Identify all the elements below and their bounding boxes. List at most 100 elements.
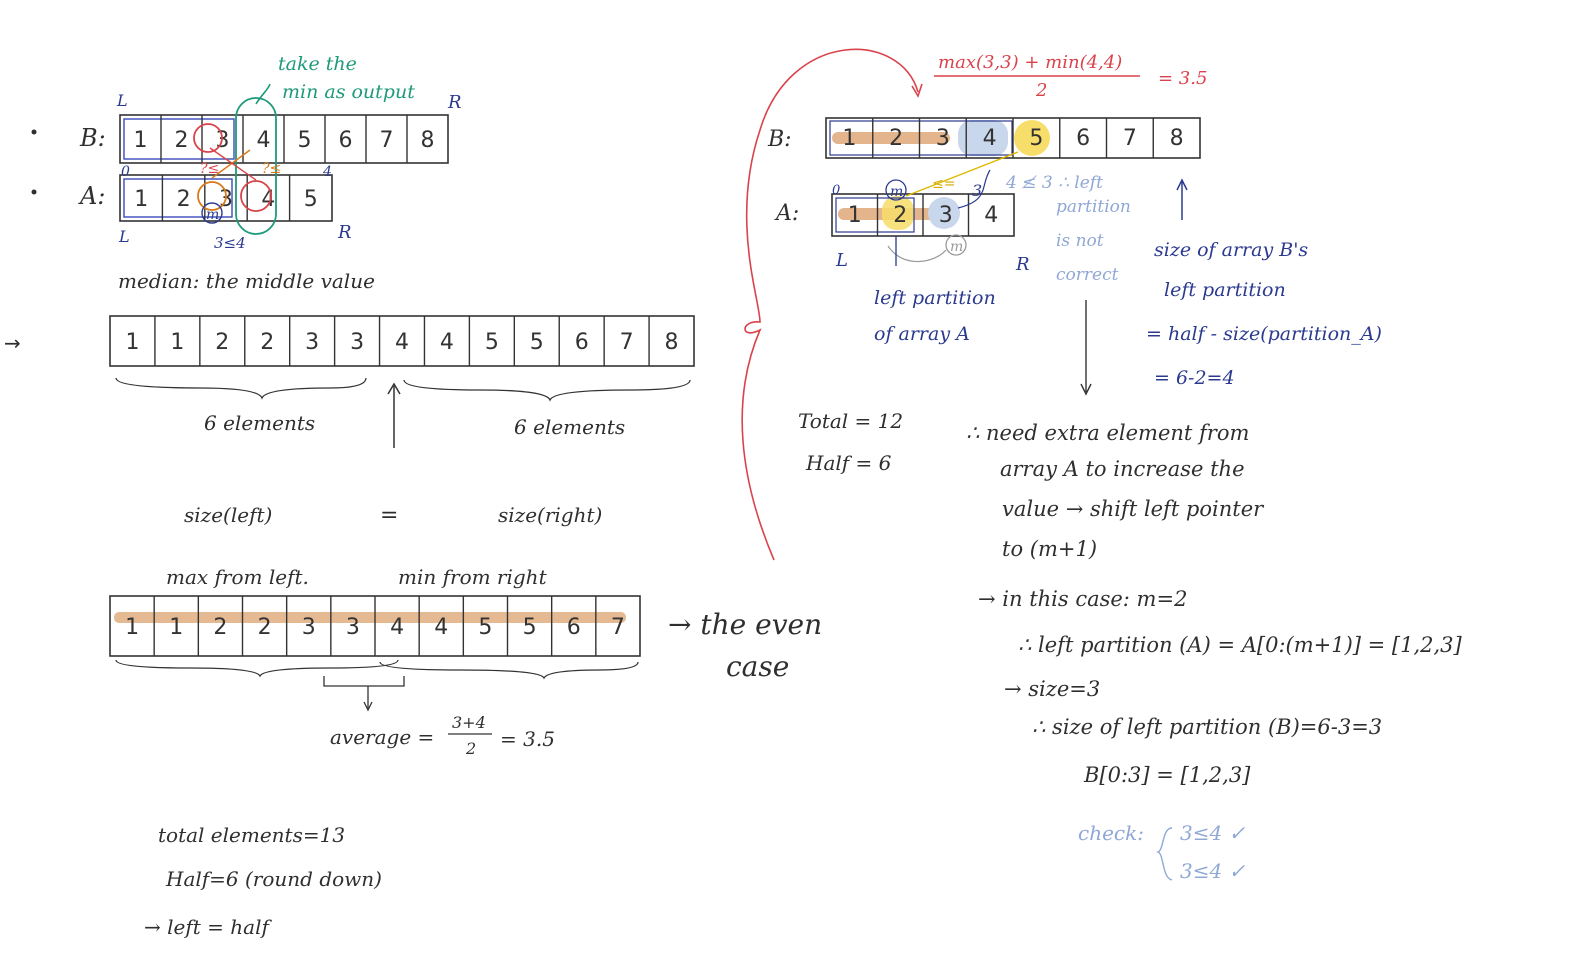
array-cell-value: 1 (125, 615, 139, 640)
left-count-label: 6 elements (204, 411, 315, 435)
right-count-label: 6 elements (514, 415, 625, 439)
average-numerator: 3+4 (452, 713, 486, 732)
array-cell-value: 4 (983, 126, 997, 151)
array-a-label: A: (78, 182, 105, 210)
array-cell-value: 4 (261, 187, 275, 212)
half-line: Half = 6 (805, 451, 892, 475)
array-cell-value: 5 (485, 330, 499, 355)
left-brace (115, 377, 367, 400)
size-b-note-line: = half - size(partition_A) (1146, 323, 1382, 345)
array-cell-value: 2 (260, 330, 274, 355)
red-connector-arrowhead (911, 83, 923, 98)
check-label: check: (1078, 821, 1144, 845)
a-left-partition-box (123, 178, 233, 218)
array-a-label: A: (774, 201, 799, 226)
a-left-partition-box (835, 197, 915, 233)
size-b-note-line: left partition (1164, 279, 1286, 301)
array-cell-value: 2 (213, 615, 227, 640)
size-left-label: size(left) (184, 503, 272, 527)
array-cell-value: 4 (395, 330, 409, 355)
size-b-note-line: size of array B's (1154, 239, 1308, 261)
right-pointer-bottom: R (337, 222, 352, 243)
cross-compare-line (211, 149, 251, 179)
array-b-label: B: (767, 127, 792, 152)
m-marker-circle (885, 179, 907, 201)
m-marker-label: m (890, 184, 903, 200)
check-brace (1155, 827, 1173, 881)
array-cell-value: 3 (305, 330, 319, 355)
teal-note-line1: take the (278, 53, 357, 75)
array-cell-value: 3 (936, 126, 950, 151)
even-case-note-line2: case (726, 650, 789, 683)
array-cell-value: 1 (125, 330, 139, 355)
array-cell-value: 5 (530, 330, 544, 355)
array-cell-value: 2 (889, 126, 903, 151)
compare-result: 3≤4 (214, 234, 246, 252)
size-right-label: size(right) (498, 503, 602, 527)
array-cell-value: 8 (421, 128, 435, 153)
light-note-line: partition (1056, 197, 1131, 217)
index-4-label: 4 (322, 164, 332, 180)
b-left-partition-box (829, 120, 1013, 156)
up-arrow-head (1176, 178, 1188, 191)
array-cell-value: 2 (215, 330, 229, 355)
array-cell-value: 7 (620, 330, 634, 355)
light-note-line: correct (1056, 265, 1119, 285)
b-left-partition-box (123, 118, 235, 160)
index-3-label: 3 (972, 181, 982, 200)
check-line: 3≤4 ✓ (1180, 859, 1246, 883)
compare-question-1: ?≤ (200, 161, 219, 177)
middle-pair-bracket (323, 676, 405, 687)
half-line: Half=6 (round down) (165, 867, 382, 891)
array-cell-value: 2 (177, 187, 191, 212)
array-b-label: B: (79, 124, 106, 152)
a-m-plus-one-highlight (928, 197, 960, 229)
array-cell-value: 8 (1170, 126, 1184, 151)
average-denominator: 2 (465, 739, 476, 758)
left-partition-a-note: of array A (874, 323, 970, 345)
min-from-right-label: min from right (398, 565, 548, 589)
case-line: → in this case: m=2 (978, 587, 1187, 611)
b-left-partition-highlight (832, 132, 950, 144)
array-cell-value: 6 (339, 128, 353, 153)
array-cell-value: 8 (665, 330, 679, 355)
array-cell-value: 6 (567, 615, 581, 640)
even-highlight-stroke (114, 612, 626, 623)
array-cell-value: 1 (848, 203, 862, 228)
median-formula-denominator: 2 (1035, 80, 1047, 101)
equals-sign: = (380, 503, 398, 528)
bullet-dot (31, 189, 37, 195)
left-pointer-top: L (116, 91, 128, 110)
size-b-line: ∴ size of left partition (B)=6-3=3 (1032, 715, 1382, 739)
array-cell-value: 1 (842, 126, 856, 151)
array-cell-value: 3 (350, 330, 364, 355)
red-connector-curve (741, 48, 919, 561)
cross-compare-line (209, 147, 257, 181)
median-formula-numerator: max(3,3) + min(4,4) (938, 52, 1122, 73)
array-cell-value: 1 (169, 615, 183, 640)
array-cell-value: 3 (302, 615, 316, 640)
total-elements-line: total elements=13 (158, 823, 345, 847)
m-marker-circle (201, 202, 223, 224)
b-max-left-circle (193, 123, 223, 153)
median-definition: median: the middle value (118, 269, 375, 293)
array-cell-value: 5 (298, 128, 312, 153)
array-cell-value: 3 (346, 615, 360, 640)
array-cell-value: 4 (440, 330, 454, 355)
average-prefix: average = (330, 725, 434, 749)
reasoning-line: value → shift left pointer (1002, 497, 1265, 521)
light-note-line: is not (1056, 231, 1104, 251)
blue-compare-line (957, 169, 991, 209)
size-b-note-line: = 6-2=4 (1154, 367, 1235, 389)
right-pointer-top: R (447, 92, 462, 113)
left-pointer: L (835, 250, 848, 271)
